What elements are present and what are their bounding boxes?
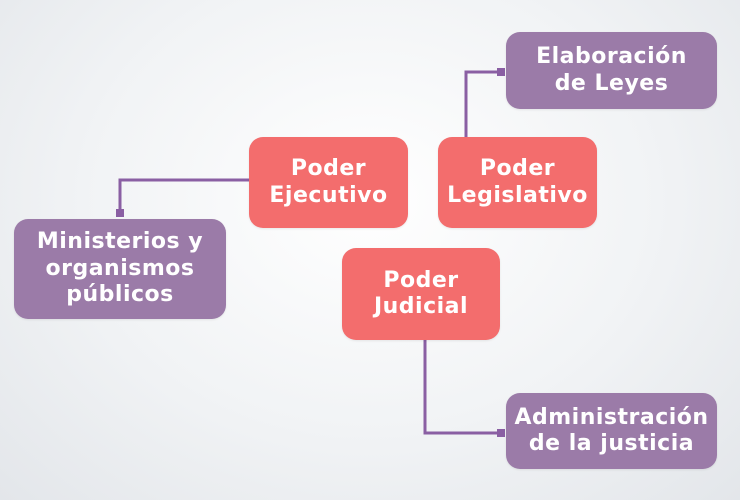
- poder-judicial-node: Poder Judicial: [342, 248, 500, 340]
- poder-ejecutivo-node: Poder Ejecutivo: [249, 137, 408, 228]
- connector-legislativo-leyes: [464, 68, 505, 137]
- poder-legislativo-node: Poder Legislativo: [438, 137, 597, 228]
- connector-ejecutivo-ministerios: [116, 178, 249, 217]
- administracion-justicia-node: Administración de la justicia: [506, 393, 717, 469]
- connector-judicial-justicia: [423, 340, 505, 437]
- elaboracion-leyes-node: Elaboración de Leyes: [506, 32, 717, 109]
- ministerios-node: Ministerios y organismos públicos: [14, 219, 226, 319]
